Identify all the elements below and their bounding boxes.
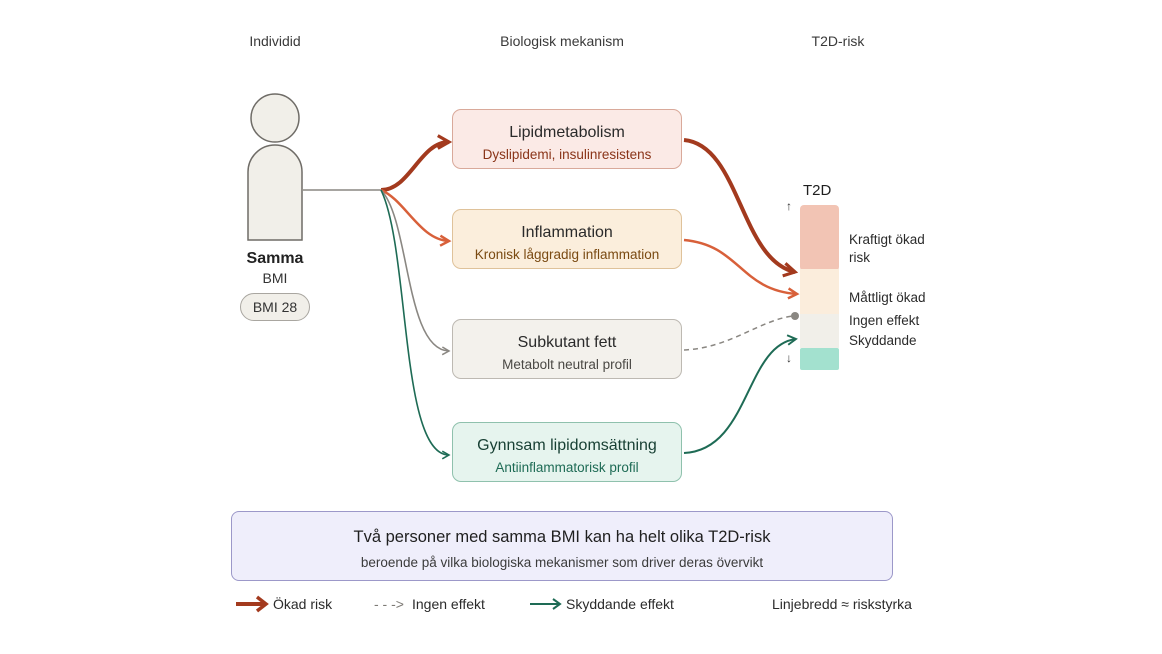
arrow-inflammation-to-risk [683, 238, 800, 300]
mechanism-subtitle: Dyslipidemi, insulinresistens [482, 147, 652, 162]
mechanism-title: Inflammation [521, 224, 613, 241]
person-title: Samma [246, 250, 304, 267]
arrow-to-inflammation [380, 188, 452, 247]
arrow-down-icon: ↓ [786, 351, 792, 365]
legend-protective-label: Skyddande effekt [566, 596, 674, 612]
column-header-risk: T2D-risk [811, 33, 865, 49]
arrow-to-lipid [380, 134, 453, 192]
person-subtitle: BMI [262, 270, 288, 286]
person-icon [247, 93, 303, 241]
mechanism-subtitle: Kronisk låggradig inflammation [474, 247, 660, 262]
legend-width-note: Linjebredd ≈ riskstyrka [772, 596, 912, 612]
risk-level-strong-line2: risk [849, 250, 870, 265]
arrow-subcutaneous-to-risk [683, 315, 794, 351]
arrow-lipid-to-risk [683, 138, 799, 278]
risk-level-none: Ingen effekt [849, 313, 920, 328]
mechanism-subtitle: Metabolt neutral profil [502, 357, 632, 372]
legend-none-label: Ingen effekt [412, 596, 485, 612]
legend-protective-arrow-icon [530, 598, 562, 610]
legend-none-arrow-icon: - - -> [374, 596, 404, 612]
arrow-to-subcutaneous [380, 189, 451, 356]
bmi-badge: BMI 28 [240, 293, 310, 321]
summary-box: Två personer med samma BMI kan ha helt o… [231, 511, 893, 581]
mechanism-gynnsam-lipidomsattning: Gynnsam lipidomsättning Antiinflammatori… [452, 422, 682, 482]
mechanism-lipidmetabolism: Lipidmetabolism Dyslipidemi, insulinresi… [452, 109, 682, 169]
mechanism-inflammation: Inflammation Kronisk låggradig inflammat… [452, 209, 682, 269]
risk-bar [800, 205, 839, 370]
arrow-up-icon: ↑ [786, 199, 792, 213]
legend-increased-label: Ökad risk [273, 596, 333, 612]
risk-bar-title: T2D [803, 182, 832, 199]
arrow-to-favorable [380, 189, 451, 460]
mechanism-title: Lipidmetabolism [509, 124, 625, 141]
mechanism-title: Gynnsam lipidomsättning [477, 437, 657, 454]
summary-subtitle: beroende på vilka biologiska mekanismer … [360, 555, 764, 570]
neutral-endpoint-dot [791, 312, 799, 320]
mechanism-title: Subkutant fett [517, 334, 617, 351]
mechanism-subkutant-fett: Subkutant fett Metabolt neutral profil [452, 319, 682, 379]
column-header-mechanism: Biologisk mekanism [500, 33, 624, 49]
arrow-favorable-to-risk [683, 334, 798, 454]
risk-level-strong: Kraftigt ökad [849, 232, 925, 247]
summary-title: Två personer med samma BMI kan ha helt o… [353, 528, 771, 546]
column-header-individual: Individid [249, 33, 301, 49]
risk-level-moderate: Måttligt ökad [849, 290, 926, 305]
risk-level-protective: Skyddande [849, 333, 917, 348]
mechanism-subtitle: Antiinflammatorisk profil [495, 460, 639, 475]
legend-increased-arrow-icon [236, 595, 269, 613]
